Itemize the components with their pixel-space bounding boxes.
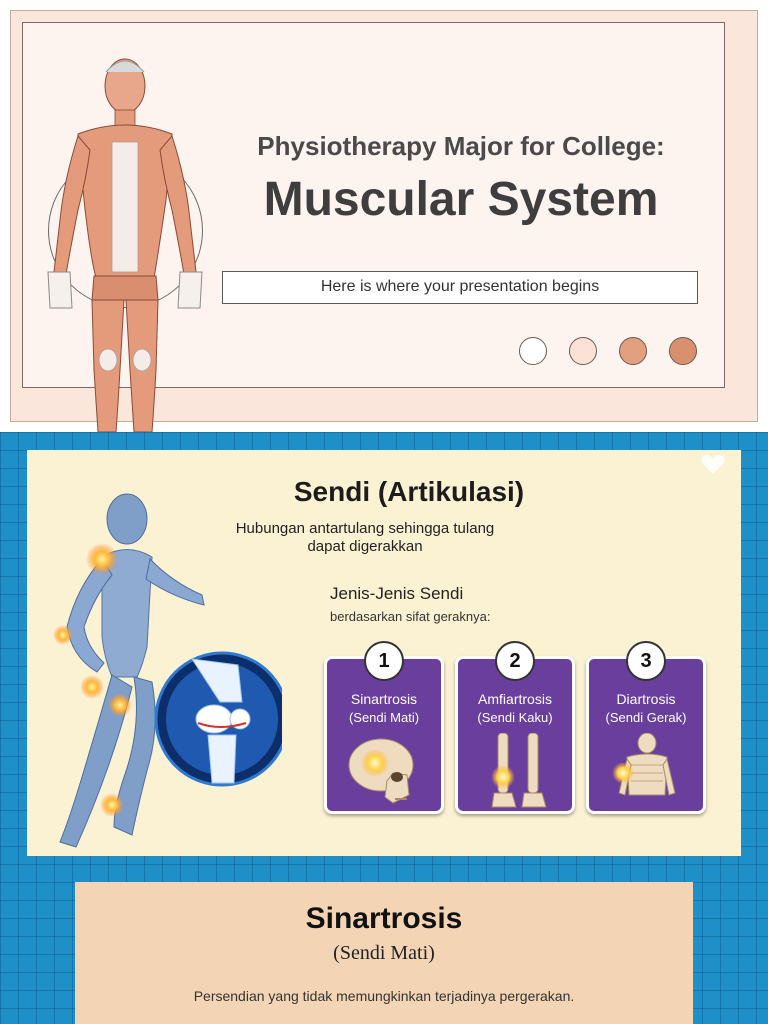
slide-title: Muscular System	[263, 173, 659, 226]
joint-card-diartrosis[interactable]: 3 Diartrosis (Sendi Gerak)	[586, 641, 706, 814]
card-number-badge: 1	[364, 641, 404, 681]
muscular-body-illustration	[47, 58, 203, 432]
card-type: (Sendi Mati)	[348, 710, 420, 725]
sendi-title: Sendi (Artikulasi)	[293, 476, 525, 507]
sinartrosis-subtitle: (Sendi Mati)	[333, 942, 435, 964]
sendi-subtitle: Hubungan antartulang sehingga tulang dap…	[200, 520, 530, 556]
leg-bones-icon	[491, 733, 547, 808]
sendi-subtitle-line-1: Hubungan antartulang sehingga tulang	[235, 520, 495, 537]
torso-skeleton-icon	[612, 733, 676, 796]
color-dot-4	[669, 337, 697, 365]
card-name: Amfiartrosis	[478, 691, 552, 707]
joint-card-sinartrosis[interactable]: 1 Sinartrosis (Sendi Mati)	[324, 641, 444, 814]
heart-icon	[701, 455, 725, 474]
sinartrosis-card	[75, 882, 693, 1024]
tagline-box: Here is where your presentation begins	[222, 271, 698, 304]
joint-card-amfiartrosis[interactable]: 2 Amfiartrosis (Sendi Kaku)	[455, 641, 575, 814]
sinartrosis-description: Persendian yang tidak memungkinkan terja…	[193, 988, 575, 1004]
slide-subtitle: Physiotherapy Major for College:	[257, 131, 665, 161]
sinartrosis-title: Sinartrosis	[305, 902, 463, 935]
slide-muscular-system: Physiotherapy Major for College: Muscula…	[0, 0, 768, 432]
color-dot-2	[569, 337, 597, 365]
card-type: (Sendi Kaku)	[477, 710, 553, 725]
card-name: Sinartrosis	[350, 691, 418, 707]
slide-sendi: Sendi (Artikulasi) Hubungan antartulang …	[0, 432, 768, 1024]
types-heading: Jenis-Jenis Sendi	[330, 584, 464, 603]
sendi-subtitle-line-2: dapat digerakkan	[307, 538, 423, 555]
skeleton-runner-illustration	[53, 493, 282, 848]
card-type: (Sendi Gerak)	[605, 710, 687, 725]
card-number-badge: 2	[495, 641, 535, 681]
skull-icon	[348, 738, 414, 804]
color-dot-1	[519, 337, 547, 365]
color-dot-3	[619, 337, 647, 365]
card-name: Diartrosis	[616, 691, 676, 707]
card-number-badge: 3	[626, 641, 666, 681]
types-subheading: berdasarkan sifat geraknya:	[330, 609, 491, 624]
